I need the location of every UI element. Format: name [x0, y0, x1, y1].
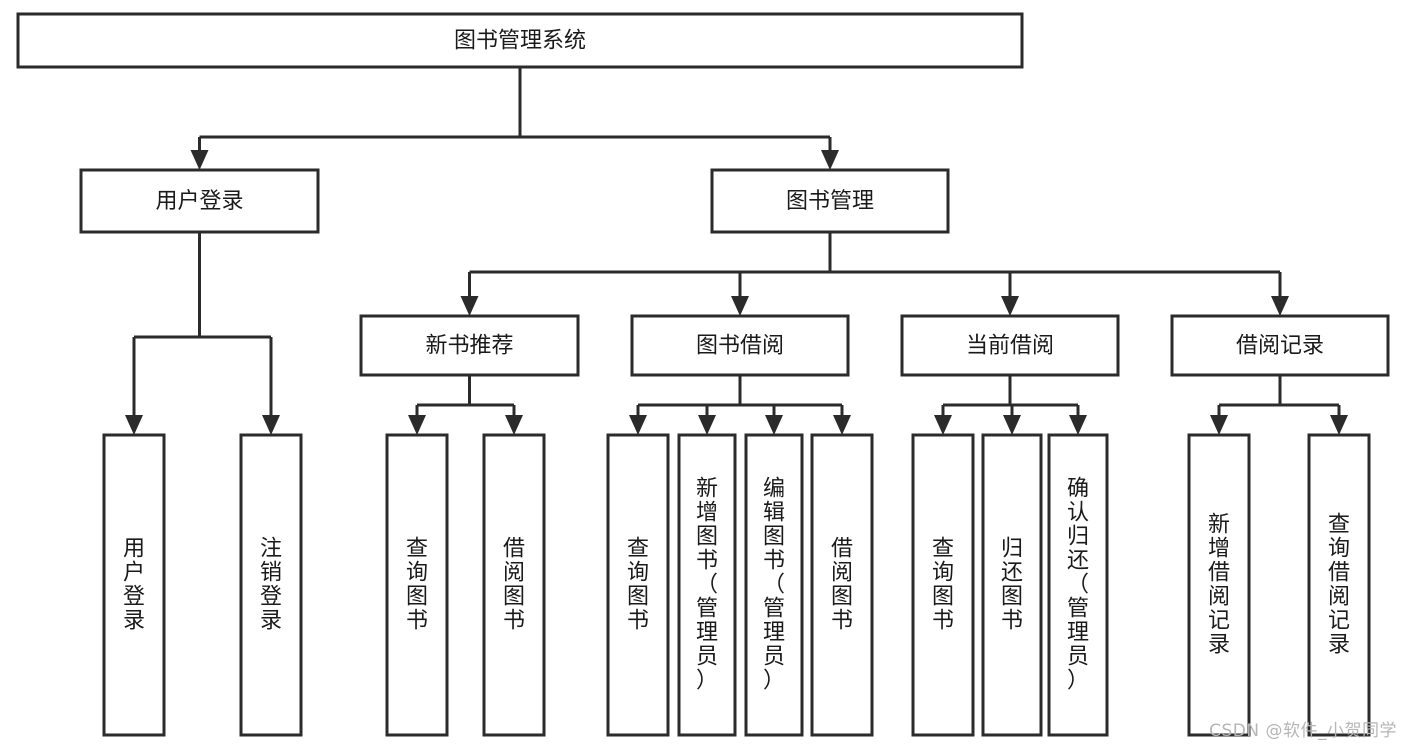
node-label: 查询图书: [406, 537, 428, 634]
arrow-head-icon: [934, 415, 952, 435]
node-leaf-query-book-rec[interactable]: 查询图书: [385, 433, 449, 737]
arrow-head-icon: [698, 415, 716, 435]
node-label: 用户登录: [155, 189, 243, 214]
watermark-text: CSDN @软件_小贺同学: [1209, 721, 1397, 741]
node-label: 编辑图书（管理员）: [763, 477, 785, 694]
node-label: 新增借阅记录: [1208, 513, 1230, 658]
node-leaf-logout[interactable]: 注销登录: [239, 433, 303, 737]
node-user-login[interactable]: 用户登录: [79, 168, 320, 234]
node-label: 查询借阅记录: [1328, 513, 1350, 658]
node-leaf-borrow-book[interactable]: 借阅图书: [810, 433, 874, 737]
node-label: 查询图书: [627, 537, 649, 634]
arrow-head-icon: [1003, 415, 1021, 435]
node-label: 借阅图书: [831, 537, 853, 634]
node-label: 查询图书: [932, 537, 954, 634]
arrow-head-icon: [833, 415, 851, 435]
arrow-head-icon: [190, 150, 209, 170]
node-label: 注销登录: [260, 537, 282, 634]
node-label: 新增图书（管理员）: [696, 477, 718, 694]
node-root[interactable]: 图书管理系统: [16, 12, 1024, 69]
arrow-head-icon: [505, 415, 523, 435]
node-leaf-add-record[interactable]: 新增借阅记录: [1187, 433, 1251, 737]
connector-layer: [125, 67, 1348, 435]
arrow-head-icon: [262, 415, 280, 435]
arrow-head-icon: [460, 296, 479, 316]
node-label: 确认归还（管理员）: [1067, 477, 1089, 694]
arrow-head-icon: [408, 415, 426, 435]
node-label: 图书借阅: [696, 334, 784, 359]
node-book-management[interactable]: 图书管理: [710, 168, 950, 234]
arrow-head-icon: [1330, 415, 1348, 435]
arrow-head-icon: [1069, 415, 1087, 435]
arrow-head-icon: [1001, 296, 1019, 316]
node-label: 新书推荐: [425, 334, 513, 359]
arrow-head-icon: [821, 150, 839, 170]
arrow-head-icon: [1210, 415, 1228, 435]
node-label: 用户登录: [123, 537, 145, 634]
node-leaf-query-book-borrow[interactable]: 查询图书: [606, 433, 670, 737]
node-leaf-add-book[interactable]: 新增图书（管理员）: [677, 433, 737, 737]
node-label: 借阅图书: [503, 537, 525, 634]
arrow-head-icon: [629, 415, 647, 435]
node-leaf-confirm-return[interactable]: 确认归还（管理员）: [1047, 433, 1109, 737]
node-leaf-return-book[interactable]: 归还图书: [981, 433, 1043, 737]
node-leaf-borrow-book-rec[interactable]: 借阅图书: [482, 433, 546, 737]
node-leaf-query-book-current[interactable]: 查询图书: [911, 433, 975, 737]
node-leaf-query-record[interactable]: 查询借阅记录: [1307, 433, 1371, 737]
node-label: 借阅记录: [1236, 334, 1324, 359]
arrow-head-icon: [731, 296, 749, 316]
node-label: 图书管理: [786, 189, 874, 214]
arrow-head-icon: [1271, 296, 1289, 316]
node-leaf-edit-book[interactable]: 编辑图书（管理员）: [744, 433, 804, 737]
node-leaf-user-login[interactable]: 用户登录: [102, 433, 166, 737]
arrow-head-icon: [765, 415, 783, 435]
node-new-book-recommend[interactable]: 新书推荐: [359, 314, 580, 377]
node-current-borrow[interactable]: 当前借阅: [900, 314, 1120, 377]
node-label: 归还图书: [1001, 537, 1023, 634]
node-label: 图书管理系统: [454, 29, 586, 54]
node-label: 当前借阅: [966, 334, 1054, 359]
node-borrow-record[interactable]: 借阅记录: [1170, 314, 1390, 377]
arrow-head-icon: [125, 415, 143, 435]
node-layer: 图书管理系统用户登录图书管理新书推荐图书借阅当前借阅借阅记录用户登录注销登录查询…: [16, 12, 1390, 737]
node-book-borrow[interactable]: 图书借阅: [630, 314, 850, 377]
